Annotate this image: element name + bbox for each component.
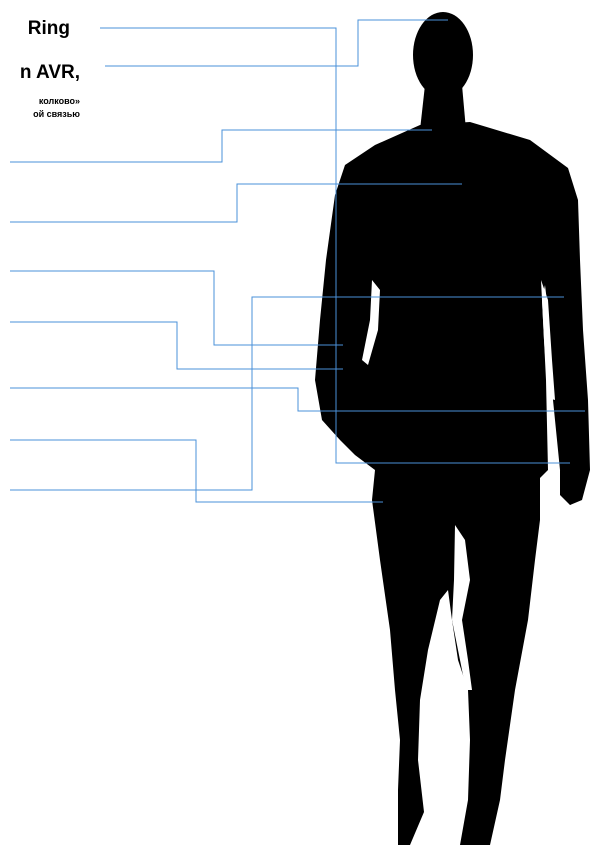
silhouette-torso bbox=[315, 122, 590, 845]
callout-head bbox=[105, 20, 448, 66]
callout-knee bbox=[10, 440, 383, 502]
man-silhouette bbox=[315, 12, 590, 845]
